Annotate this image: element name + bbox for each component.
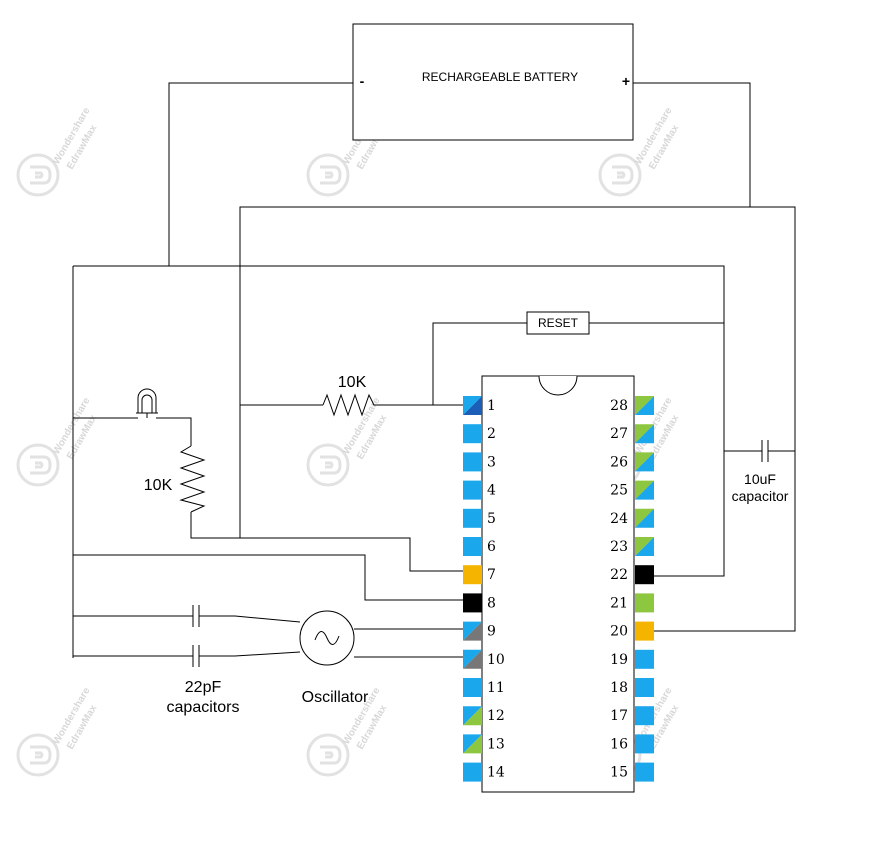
chip-pin-label-8: 8 bbox=[487, 595, 496, 611]
chip-pin-right-16: 16 bbox=[610, 734, 654, 754]
chip-pin-label-18: 18 bbox=[610, 680, 628, 696]
chip-pin-right-24: 24 bbox=[610, 508, 654, 528]
chip-pin-label-7: 7 bbox=[487, 567, 496, 583]
chip-pin-left-1: 1 bbox=[463, 396, 496, 415]
chip-pin-label-1: 1 bbox=[487, 398, 496, 414]
resistor-top bbox=[322, 393, 378, 417]
capacitors-22pf-value: 22pF bbox=[185, 679, 222, 696]
chip-pin-label-14: 14 bbox=[487, 765, 505, 781]
oscillator-label: Oscillator bbox=[302, 689, 369, 706]
chip-pin-left-13: 13 bbox=[463, 734, 505, 754]
chip-pin-label-5: 5 bbox=[487, 511, 496, 527]
chip-pin-right-25: 25 bbox=[610, 480, 654, 500]
chip-pin-left-7: 7 bbox=[463, 565, 496, 585]
chip-pin-label-19: 19 bbox=[610, 652, 628, 668]
chip-pin-right-28: 28 bbox=[610, 396, 654, 415]
chip-pin-right-26: 26 bbox=[610, 452, 654, 472]
wires bbox=[72, 82, 796, 658]
chip-pin-label-25: 25 bbox=[610, 483, 628, 499]
chip-pin-label-21: 21 bbox=[610, 595, 628, 611]
chip-pin-left-8: 8 bbox=[463, 593, 496, 613]
chip-pin-label-13: 13 bbox=[487, 736, 505, 752]
capacitor-10uf-icon bbox=[761, 440, 769, 462]
chip-pin-left-12: 12 bbox=[463, 706, 505, 726]
chip-pin-left-11: 11 bbox=[463, 678, 505, 697]
chip-pin-left-10: 10 bbox=[463, 649, 505, 669]
chip-pin-left-6: 6 bbox=[463, 537, 496, 556]
reset-label: RESET bbox=[538, 316, 579, 330]
chip-pin-right-23: 23 bbox=[610, 537, 654, 556]
chip-pin-label-10: 10 bbox=[487, 652, 505, 668]
battery-label: RECHARGEABLE BATTERY bbox=[422, 70, 578, 84]
chip-pin-label-23: 23 bbox=[610, 539, 628, 555]
chip-right-pins: 28 27 26 25 24 23 22 21 20 19 18 17 16 15 bbox=[610, 396, 654, 782]
chip-pin-left-14: 14 bbox=[463, 762, 505, 782]
chip-pin-label-22: 22 bbox=[610, 567, 628, 583]
chip-pin-left-5: 5 bbox=[463, 508, 496, 528]
chip-pin-left-3: 3 bbox=[463, 452, 496, 472]
chip-pin-label-9: 9 bbox=[487, 624, 496, 640]
chip-pin-label-4: 4 bbox=[487, 483, 496, 499]
chip-pin-label-27: 27 bbox=[610, 426, 628, 442]
chip-pin-label-2: 2 bbox=[487, 426, 496, 442]
chip-pin-label-28: 28 bbox=[610, 398, 628, 414]
chip-pin-label-6: 6 bbox=[487, 539, 496, 555]
battery-positive-terminal: + bbox=[622, 73, 630, 89]
chip-pin-label-11: 11 bbox=[487, 680, 505, 696]
reset-box bbox=[526, 311, 590, 335]
led-icon bbox=[136, 388, 158, 418]
chip-pin-left-9: 9 bbox=[463, 621, 496, 641]
microcontroller-chip bbox=[481, 375, 635, 793]
chip-pin-right-27: 27 bbox=[610, 424, 654, 444]
oscillator-icon bbox=[299, 610, 355, 666]
chip-pin-left-2: 2 bbox=[463, 424, 496, 444]
chip-pin-label-26: 26 bbox=[610, 454, 628, 470]
capacitor-22pf-top-icon bbox=[192, 605, 200, 627]
battery-negative-terminal: - bbox=[360, 73, 365, 89]
chip-pin-label-12: 12 bbox=[487, 708, 505, 724]
capacitor-10uf-value: 10uF bbox=[744, 471, 776, 487]
chip-pin-label-3: 3 bbox=[487, 454, 496, 470]
chip-pin-right-22: 22 bbox=[610, 565, 654, 585]
capacitor-10uf-type: capacitor bbox=[732, 488, 789, 504]
chip-pin-right-17: 17 bbox=[610, 706, 654, 726]
chip-pin-right-19: 19 bbox=[610, 649, 654, 669]
capacitors-22pf-type: capacitors bbox=[167, 699, 240, 716]
capacitor-22pf-bottom-icon bbox=[192, 645, 200, 667]
chip-pin-right-20: 20 bbox=[610, 621, 654, 641]
chip-pin-label-15: 15 bbox=[610, 765, 628, 781]
chip-pin-label-20: 20 bbox=[610, 624, 628, 640]
chip-pin-right-15: 15 bbox=[610, 762, 654, 782]
chip-pin-right-21: 21 bbox=[610, 593, 654, 613]
chip-pin-label-16: 16 bbox=[610, 736, 628, 752]
resistor-top-label: 10K bbox=[338, 374, 367, 391]
chip-pin-label-24: 24 bbox=[610, 511, 628, 527]
resistor-left bbox=[179, 445, 206, 513]
resistor-left-label: 10K bbox=[144, 477, 173, 494]
battery-box bbox=[352, 23, 634, 141]
chip-pin-right-18: 18 bbox=[610, 678, 654, 697]
chip-pin-label-17: 17 bbox=[610, 708, 628, 724]
chip-pin-left-4: 4 bbox=[463, 480, 496, 500]
